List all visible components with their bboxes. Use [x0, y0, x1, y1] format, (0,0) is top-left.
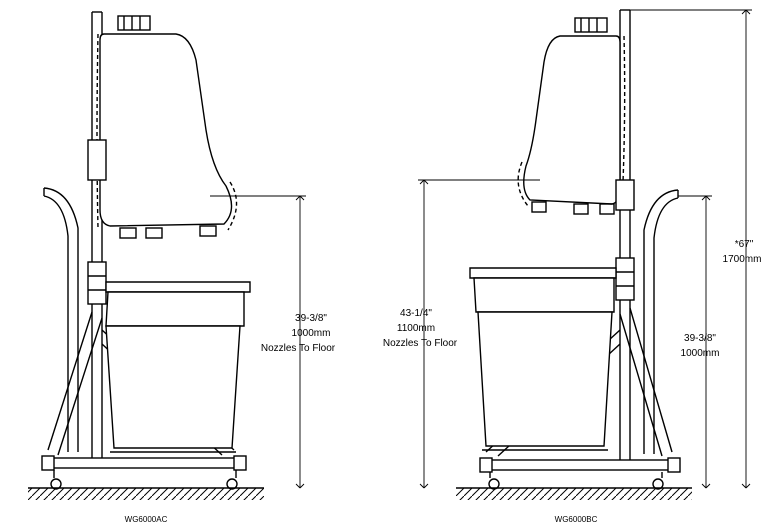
- left-model-label: WG6000AC: [125, 515, 168, 524]
- right-unit: [418, 9, 752, 500]
- right-dimension-nozzles: [418, 179, 540, 489]
- right-dim-total-inches: *67": [735, 239, 754, 250]
- right-dim-nozzles-note: Nozzles To Floor: [383, 338, 458, 349]
- left-dim-inches: 39-3/8": [295, 313, 327, 324]
- right-dim-basin-mm: 1000mm: [681, 348, 720, 359]
- left-dim-note: Nozzles To Floor: [261, 343, 336, 354]
- right-floor: [456, 487, 692, 500]
- left-dimension-line: [210, 195, 306, 489]
- right-dim-total-mm: 1700mm: [723, 254, 762, 265]
- right-dimension-total: [630, 9, 752, 489]
- left-reservoir-tank: [87, 15, 238, 239]
- right-basin: [469, 267, 617, 451]
- left-base-frame: [41, 455, 247, 490]
- right-dimension-basin: [678, 195, 712, 489]
- left-curved-arm: [43, 187, 79, 452]
- left-basin: [105, 281, 251, 453]
- right-curved-arm: [643, 189, 679, 454]
- right-dim-basin-inches: 39-3/8": [684, 333, 716, 344]
- left-unit: [28, 11, 306, 500]
- right-dim-nozzles-mm: 1100mm: [397, 323, 435, 334]
- right-dim-nozzles-inches: 43-1/4": [400, 308, 432, 319]
- right-base-frame: [479, 457, 681, 490]
- left-dim-mm: 1000mm: [292, 328, 331, 339]
- left-floor: [28, 487, 264, 500]
- right-model-label: WG6000BC: [555, 515, 598, 524]
- right-reservoir-tank: [517, 17, 635, 215]
